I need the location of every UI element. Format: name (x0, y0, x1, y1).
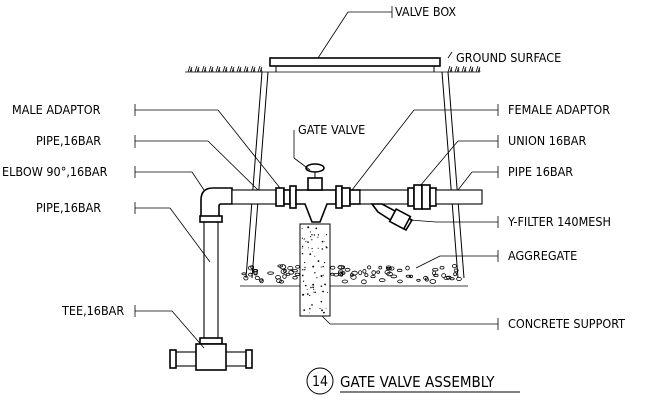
male-adaptor (275, 187, 285, 207)
valve-box-left-wall (245, 71, 263, 279)
riser-pipe (169, 187, 279, 371)
aggregate-bed (241, 263, 462, 285)
gate-valve-handwheel (305, 163, 325, 173)
label-male-adaptor: MALE ADAPTOR (12, 102, 101, 117)
gate-valve (289, 163, 343, 223)
drawing-title: 14 GATE VALVE ASSEMBLY (306, 367, 520, 395)
label-ground-surface: GROUND SURFACE (456, 50, 561, 65)
valve-box-lid (269, 57, 441, 67)
title-number-circle (306, 367, 334, 395)
label-tee: TEE,16BAR (61, 303, 124, 318)
leaders-left (134, 104, 311, 349)
label-pipe-right: PIPE 16BAR (508, 164, 573, 179)
valve-box-right-wall (447, 71, 465, 279)
label-pipe-lower: PIPE,16BAR (36, 200, 101, 215)
label-female-adaptor: FEMALE ADAPTOR (508, 102, 610, 117)
ground-surface-hatch (187, 65, 481, 73)
label-valve-box: VALVE BOX (395, 4, 456, 19)
leaders-right (317, 6, 499, 330)
label-aggregate: AGGREGATE (508, 248, 577, 263)
concrete-support (299, 223, 331, 317)
elbow-fitting (200, 187, 233, 219)
valve-box (245, 57, 465, 279)
main-line (275, 163, 483, 232)
label-concrete-support: CONCRETE SUPPORT (508, 316, 625, 331)
female-adaptor (349, 189, 361, 205)
union-fitting (407, 184, 437, 210)
label-elbow: ELBOW 90°,16BAR (2, 164, 108, 179)
tee-fitting (169, 337, 253, 371)
label-y-filter: Y-FILTER 140MESH (507, 214, 611, 229)
title-number: 14 (312, 374, 328, 390)
y-filter (370, 203, 414, 232)
label-union: UNION 16BAR (508, 133, 587, 148)
label-gate-valve: GATE VALVE (298, 122, 365, 137)
label-pipe-upper: PIPE,16BAR (36, 133, 101, 148)
title-text: GATE VALVE ASSEMBLY (340, 373, 495, 391)
